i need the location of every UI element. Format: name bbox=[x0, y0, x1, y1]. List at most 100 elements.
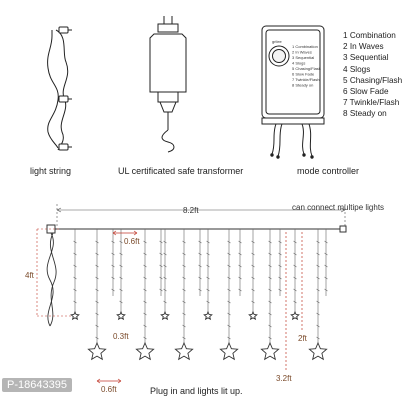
height-label: 4ft bbox=[25, 271, 34, 280]
star-light bbox=[219, 341, 239, 361]
bottom-spacing-label: 0.6ft bbox=[101, 385, 117, 394]
connect-note: can connect multipe lights bbox=[292, 203, 385, 212]
bulb-tick bbox=[111, 264, 115, 268]
bulb-tick bbox=[268, 240, 272, 244]
bulb-tick bbox=[278, 276, 282, 280]
bulb-tick bbox=[182, 300, 186, 304]
short-strand-label: 2ft bbox=[298, 334, 307, 343]
drop-spacing-label: 0.6ft bbox=[124, 237, 140, 246]
mode-item: 5 Chasing/Flash bbox=[343, 75, 403, 85]
light-string-caption: light string bbox=[30, 166, 72, 176]
bulb-tick bbox=[143, 252, 147, 256]
bulb-tick bbox=[119, 240, 123, 244]
bulb-tick bbox=[119, 252, 123, 256]
bulb-tick bbox=[316, 276, 320, 280]
bulb-tick bbox=[316, 240, 320, 244]
bulb-tick bbox=[251, 276, 255, 280]
mode-item: 2 In Waves bbox=[343, 42, 384, 52]
bulb-tick bbox=[182, 276, 186, 280]
bulb-tick bbox=[95, 240, 99, 244]
bulb-tick bbox=[182, 252, 186, 256]
star-light bbox=[260, 341, 280, 361]
bulb-tick bbox=[163, 252, 167, 256]
controller-face-mode-7: 7 Twinkle/Flash bbox=[292, 77, 320, 82]
lead-cable bbox=[46, 232, 54, 327]
mode-list: 1 Combination 2 In Waves 3 Sequential 4 … bbox=[343, 30, 402, 120]
bulb-tick bbox=[143, 324, 147, 328]
bulb-tick bbox=[95, 336, 99, 340]
star-light bbox=[160, 310, 170, 321]
width-dimension bbox=[56, 204, 346, 228]
bulb-tick bbox=[143, 264, 147, 268]
bulb-tick bbox=[278, 264, 282, 268]
bulb-tick bbox=[111, 276, 115, 280]
bulb-tick bbox=[159, 240, 163, 244]
bulb-tick bbox=[159, 288, 163, 292]
bulb-tick bbox=[316, 324, 320, 328]
bulb-tick bbox=[324, 252, 328, 256]
bulb-tick bbox=[268, 264, 272, 268]
bulb-tick bbox=[251, 240, 255, 244]
controller-brand-logo: grilee bbox=[272, 39, 283, 44]
bulb-tick bbox=[111, 252, 115, 256]
bulb-tick bbox=[268, 312, 272, 316]
bulb-tick bbox=[293, 264, 297, 268]
mode-item: 3 Sequential bbox=[343, 53, 389, 63]
controller-face: grilee 1 Combination 2 In Waves 3 Sequen… bbox=[272, 39, 321, 88]
drop-spacing-marker bbox=[112, 230, 138, 236]
short-star-drop-label: 0.3ft bbox=[113, 332, 129, 341]
bulb-tick bbox=[251, 300, 255, 304]
bulb-tick bbox=[95, 312, 99, 316]
bulb-tick bbox=[143, 312, 147, 316]
bulb-tick bbox=[95, 324, 99, 328]
mode-item: 1 Combination bbox=[343, 31, 396, 40]
bulb-tick bbox=[227, 324, 231, 328]
bulb-tick bbox=[238, 264, 242, 268]
controller-face-mode-8: 8 Steady on bbox=[292, 83, 313, 88]
star-light bbox=[290, 310, 300, 321]
star-lights bbox=[70, 310, 328, 361]
watermark-badge: P-18643395 bbox=[2, 378, 72, 392]
bottom-spacing-marker bbox=[96, 378, 122, 384]
bulb-tick bbox=[268, 300, 272, 304]
bulb-tick bbox=[251, 288, 255, 292]
bulb-tick bbox=[268, 324, 272, 328]
bulb-tick bbox=[119, 264, 123, 268]
bulb-tick bbox=[163, 300, 167, 304]
bulb-tick bbox=[316, 288, 320, 292]
bulb-tick bbox=[206, 276, 210, 280]
bulb-tick bbox=[159, 264, 163, 268]
bulb-tick bbox=[143, 300, 147, 304]
bulb-tick bbox=[227, 276, 231, 280]
bulb-tick bbox=[143, 240, 147, 244]
bulb-tick bbox=[293, 240, 297, 244]
controller-caption: mode controller bbox=[297, 166, 360, 176]
controller-face-mode-6: 6 Slow Fade bbox=[292, 72, 315, 77]
star-light bbox=[116, 310, 126, 321]
bulb-tick bbox=[182, 336, 186, 340]
bulb-tick bbox=[227, 312, 231, 316]
footer-caption: Plug in and lights lit up. bbox=[150, 386, 243, 396]
bulb-tick bbox=[182, 264, 186, 268]
bulb-tick bbox=[227, 288, 231, 292]
bulb-tick bbox=[206, 300, 210, 304]
bulb-tick bbox=[73, 276, 77, 280]
bulb-tick bbox=[198, 264, 202, 268]
bulb-tick bbox=[163, 288, 167, 292]
bulb-tick bbox=[324, 264, 328, 268]
bulb-tick bbox=[316, 300, 320, 304]
bulb-tick bbox=[119, 300, 123, 304]
bulb-tick bbox=[227, 240, 231, 244]
bulb-tick bbox=[95, 264, 99, 268]
bulb-tick bbox=[227, 300, 231, 304]
bulb-tick bbox=[268, 288, 272, 292]
bulb-tick bbox=[316, 252, 320, 256]
bulb-tick bbox=[251, 264, 255, 268]
bulb-tick bbox=[163, 276, 167, 280]
bulb-tick bbox=[227, 264, 231, 268]
bulb-tick bbox=[111, 240, 115, 244]
bulb-tick bbox=[159, 276, 163, 280]
mode-item: 4 Slogs bbox=[343, 64, 371, 74]
bulb-tick bbox=[324, 276, 328, 280]
bulb-tick bbox=[268, 336, 272, 340]
